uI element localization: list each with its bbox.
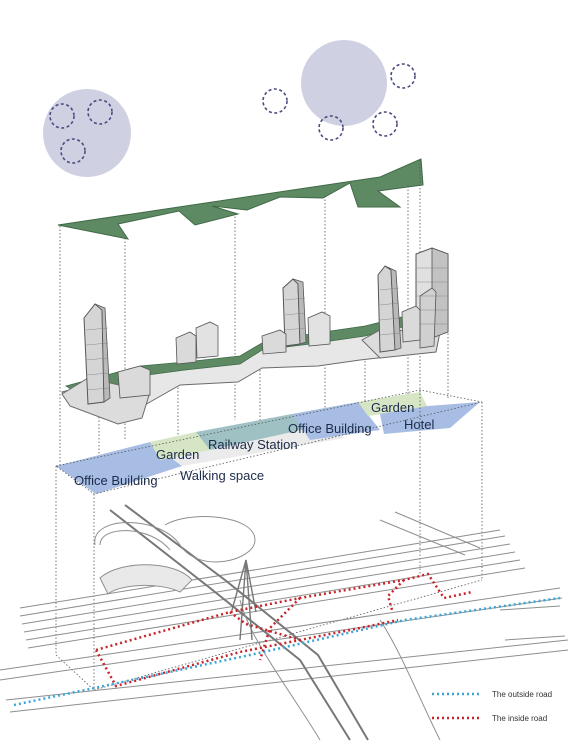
zone-office-left: [56, 442, 182, 494]
legend-inside-label: The inside road: [492, 714, 547, 723]
roof-garden-plane: [57, 158, 424, 240]
ring-icon: [60, 138, 86, 164]
function-plan: Office Building Garden Walking space Rai…: [55, 389, 483, 495]
tower-icon: [282, 278, 307, 347]
tower-icon: [83, 303, 111, 405]
rail-band: [19, 529, 501, 609]
legend: The outside road The inside road: [432, 690, 552, 723]
section-box-edges: [55, 390, 483, 691]
legend-outside-label: The outside road: [492, 690, 552, 699]
bubble-cluster-left: [43, 89, 131, 177]
low-rise-block: [195, 321, 219, 359]
zone-label-office-right: Office Building: [288, 421, 372, 436]
station-canopy: [99, 564, 193, 595]
ring-icon: [87, 99, 113, 125]
bubble-cluster-right: [262, 40, 416, 141]
inside-road-route: [94, 572, 473, 688]
zone-label-walking: Walking space: [180, 468, 264, 483]
elevated-road: [109, 509, 351, 741]
zone-label-office-left: Office Building: [74, 473, 158, 488]
zone-office-right: [292, 402, 380, 440]
zone-label-hotel: Hotel: [404, 417, 434, 432]
low-rise-block: [307, 311, 331, 347]
zone-hotel: [380, 402, 480, 434]
ring-icon: [318, 115, 344, 141]
low-rise-block: [401, 305, 421, 343]
low-rise-block: [175, 331, 197, 365]
low-rise-block: [117, 365, 151, 399]
loop-ramp: [94, 516, 256, 563]
bubble-icon: [301, 40, 387, 126]
ground-plan: [0, 504, 569, 741]
ring-icon: [262, 88, 288, 114]
zone-label-garden-left: Garden: [156, 447, 199, 462]
zone-railway: [196, 414, 310, 450]
bubble-icon: [43, 89, 131, 177]
zone-label-garden-right: Garden: [371, 400, 414, 415]
ring-icon: [372, 111, 398, 137]
zone-garden-left: [150, 432, 210, 460]
zone-label-railway: Railway Station: [208, 437, 298, 452]
low-rise-block: [261, 329, 287, 355]
ring-icon: [390, 63, 416, 89]
building-massing: [61, 247, 449, 425]
ring-icon: [49, 103, 75, 129]
outside-road-route: [13, 596, 561, 707]
tower-icon: [377, 265, 402, 353]
tower-icon: [415, 247, 449, 349]
